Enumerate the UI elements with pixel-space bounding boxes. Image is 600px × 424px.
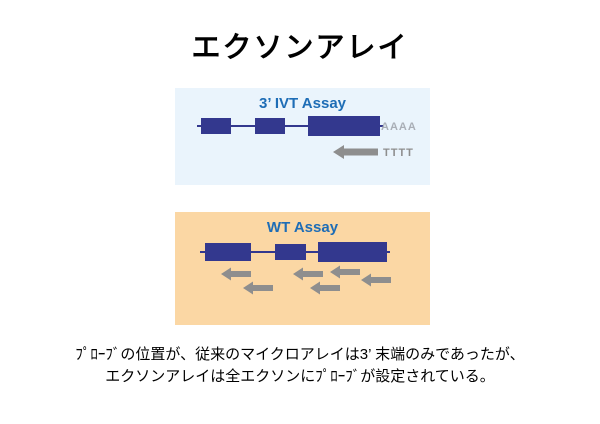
probe-arrow [221,267,251,281]
caption-line-1: ﾌﾟﾛｰﾌﾞの位置が、従来のマイクロアレイは3’ 末端のみであったが、 [75,346,525,363]
exon-box [205,243,251,261]
ivt-assay-label: 3’ IVT Assay [259,95,346,112]
probe-arrow [310,281,340,295]
wt-gene-diagram [200,242,391,295]
ivt-gene-diagram: AAAA TTTT [197,116,417,159]
wt-assay-panel: WT Assay [175,212,430,325]
caption: ﾌﾟﾛｰﾌﾞの位置が、従来のマイクロアレイは3’ 末端のみであったが、 エクソン… [0,344,600,388]
exon-box [275,244,306,260]
probe-arrow [330,265,360,279]
exon-box [318,242,387,262]
probe-arrow [361,273,391,287]
probe-arrow [243,281,273,295]
page-title: エクソンアレイ [191,32,409,64]
ivt-assay-panel: 3’ IVT Assay AAAA TTTT [175,88,430,185]
exon-box [255,118,285,134]
probe-arrow [293,267,323,281]
exon-box [201,118,231,134]
exon-box [308,116,380,136]
caption-line-2: エクソンアレイは全エクソンにﾌﾟﾛｰﾌﾞが設定されている。 [105,367,495,385]
poly-t-label: TTTT [383,147,414,159]
poly-a-label: AAAA [381,121,417,133]
probe-arrow [333,145,378,159]
wt-assay-label: WT Assay [266,219,339,236]
